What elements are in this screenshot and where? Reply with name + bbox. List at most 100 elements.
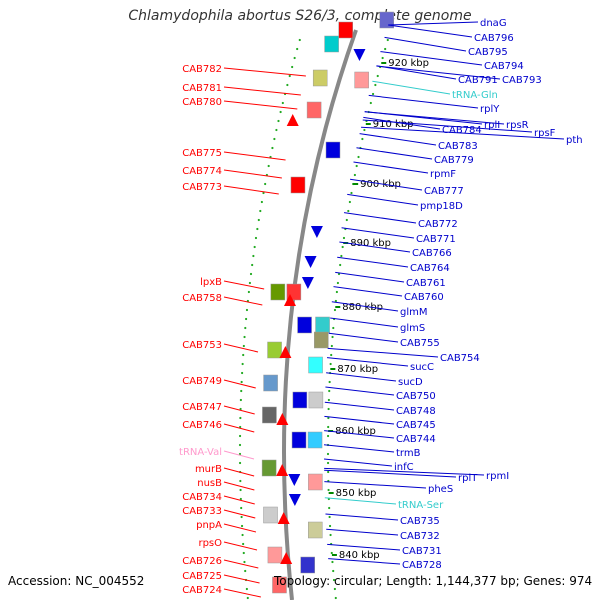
right-gene-label: infC — [394, 462, 414, 473]
right-gene-label: CAB784 — [442, 125, 482, 136]
guide-dot — [243, 560, 246, 564]
gene-block — [354, 71, 369, 89]
guide-dot — [333, 308, 337, 312]
guide-dot — [241, 533, 244, 537]
left-gene-label: CAB724 — [182, 585, 222, 596]
leader-line — [223, 574, 260, 584]
guide-dot — [245, 317, 248, 321]
guide-dot — [238, 443, 242, 447]
guide-dot — [326, 434, 330, 438]
left-gene-label: CAB773 — [182, 182, 222, 193]
guide-dot — [239, 479, 242, 483]
leader-line — [324, 430, 395, 439]
leader-line — [223, 343, 259, 353]
leader-line — [223, 523, 257, 533]
gene-arrow — [279, 346, 292, 358]
guide-dot — [271, 146, 274, 150]
guide-dot — [238, 434, 242, 438]
leader-line — [326, 528, 399, 536]
guide-dot — [328, 380, 331, 384]
leader-line — [380, 51, 483, 66]
gene-block — [308, 391, 324, 409]
left-gene-label: pnpA — [196, 520, 222, 531]
guide-dot — [355, 164, 358, 168]
left-gene-label: CAB774 — [182, 166, 222, 177]
guide-dot — [381, 56, 384, 60]
leader-line — [359, 133, 437, 146]
gene-block — [379, 11, 394, 29]
leader-line — [223, 379, 256, 389]
guide-dot — [256, 227, 259, 231]
left-gene-label: CAB733 — [182, 506, 222, 517]
gene-block — [324, 35, 339, 53]
right-gene-label: CAB760 — [404, 292, 444, 303]
guide-dot — [376, 74, 379, 78]
guide-dot — [238, 452, 242, 456]
guide-dot — [241, 371, 244, 375]
guide-dot — [327, 470, 330, 474]
leader-line — [333, 286, 403, 297]
kbp-tick-label: 920 kbp — [388, 58, 429, 69]
gene-arrow — [277, 512, 290, 524]
right-gene-label: CAB795 — [468, 47, 508, 58]
accession-label: Accession: NC_004552 — [8, 574, 145, 588]
guide-dot — [327, 488, 330, 492]
guide-dot — [341, 245, 344, 249]
right-gene-label: CAB794 — [484, 61, 524, 72]
left-gene-label: rpsO — [198, 538, 222, 549]
left-gene-label: CAB775 — [182, 148, 222, 159]
leader-line — [223, 296, 263, 306]
gene-arrow — [288, 474, 301, 486]
leader-line — [223, 495, 255, 505]
leader-line — [223, 67, 306, 77]
guide-dot — [240, 524, 244, 528]
guide-dot — [331, 560, 334, 564]
gene-arrow — [276, 464, 289, 476]
left-gene-label: CAB746 — [182, 420, 222, 431]
guide-dot — [330, 551, 333, 555]
left-gene-label: nusB — [197, 478, 222, 489]
guide-dot — [327, 398, 330, 402]
right-gene-label: CAB731 — [402, 546, 442, 557]
guide-dot — [371, 92, 375, 96]
kbp-tick-label: 910 kbp — [373, 119, 414, 130]
right-gene-label: CAB728 — [402, 560, 442, 571]
guide-dot — [348, 200, 351, 204]
leader-line — [324, 469, 457, 478]
leader-line — [326, 357, 409, 367]
gene-arrow — [353, 49, 366, 61]
guide-dot — [238, 461, 242, 465]
kbp-tick-label: 880 kbp — [342, 302, 383, 313]
guide-dot — [240, 506, 243, 510]
right-gene-label: pmp18D — [420, 201, 463, 212]
guide-dot — [330, 344, 333, 348]
left-gene-label: CAB780 — [182, 97, 222, 108]
right-gene-label: CAB764 — [410, 263, 450, 274]
leader-line — [223, 185, 279, 195]
guide-dot — [252, 254, 255, 258]
guide-dot — [281, 101, 284, 105]
guide-dot — [293, 56, 296, 60]
guide-dot — [328, 524, 332, 528]
guide-dot — [339, 263, 342, 267]
kbp-tick-label: 900 kbp — [360, 179, 401, 190]
kbp-tick-label: 840 kbp — [339, 550, 380, 561]
kbp-tick-label: 860 kbp — [335, 426, 376, 437]
guide-dot — [296, 47, 299, 51]
guide-dot — [246, 596, 249, 600]
leader-line — [363, 116, 441, 130]
leader-line — [327, 543, 401, 551]
gene-arrow — [310, 226, 323, 238]
leader-line — [326, 372, 397, 382]
gene-block — [263, 374, 278, 392]
topology-label: Topology: circular; Length: 1,144,377 bp… — [274, 574, 593, 588]
guide-dot — [291, 65, 294, 69]
guide-dot — [334, 596, 337, 600]
leader-line — [223, 100, 298, 110]
leader-line — [388, 24, 473, 38]
right-gene-label: CAB771 — [416, 234, 456, 245]
leader-line — [323, 458, 393, 467]
guide-dot — [239, 407, 242, 411]
